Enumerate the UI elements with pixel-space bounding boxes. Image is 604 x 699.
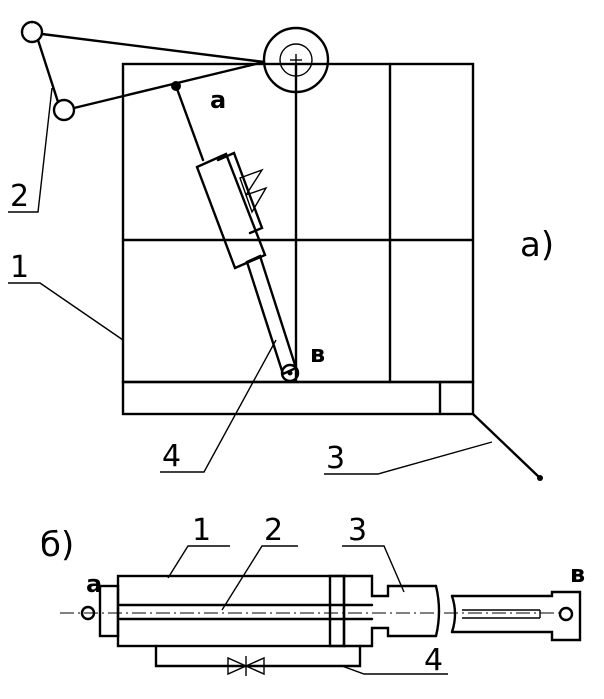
body-right-bottom: [342, 626, 438, 648]
frame-outer: [121, 62, 475, 384]
bypass-line: [216, 151, 264, 235]
arm-3: [471, 412, 542, 480]
leader-2: [8, 87, 53, 213]
end-cap-left: [98, 584, 120, 638]
view-label-a: а): [520, 225, 554, 265]
label-1: 1: [10, 250, 29, 285]
cable-upper: [40, 32, 266, 64]
rod-end: [450, 590, 582, 642]
joint-b: [280, 363, 300, 383]
valve-lower: [245, 186, 268, 214]
label-b-point-b: в: [570, 560, 585, 588]
break-left: [434, 584, 441, 638]
label-b-2: 2: [264, 513, 283, 548]
view-label-b: б): [40, 525, 74, 565]
cylinder-body-b: [116, 574, 346, 648]
valve-b-right: [244, 656, 265, 676]
label-2: 2: [10, 179, 29, 214]
bypass-circuit: [154, 644, 362, 668]
cylinder-body: [195, 152, 267, 270]
leader-3: [324, 441, 493, 475]
pulley-outer: [262, 26, 330, 94]
roller-lower: [52, 98, 76, 122]
break-right: [450, 594, 457, 634]
label-b-point-a: а: [86, 570, 102, 598]
label-4: 4: [162, 439, 181, 474]
cylinder-rod-tube: [245, 254, 298, 376]
leader-b-1: [167, 545, 230, 579]
cable-lower: [72, 60, 266, 110]
view-a: 2 1 4 3 а в а): [8, 20, 554, 481]
view-b: б) 1 2 3 4 а в: [40, 513, 585, 678]
label-point-b: в: [310, 340, 325, 368]
leader-b-4: [341, 665, 448, 675]
label-b-1: 1: [192, 513, 211, 548]
leader-1: [8, 282, 124, 341]
base-strip: [121, 380, 475, 416]
joint-b-center: [287, 370, 293, 376]
valve-b-left: [227, 656, 248, 676]
body-right-top: [342, 574, 438, 598]
label-3: 3: [326, 441, 345, 476]
arm-3-tip: [537, 475, 543, 481]
roller-upper: [20, 20, 44, 44]
leader-4: [160, 339, 277, 473]
hole-b: [558, 606, 574, 622]
valve-upper: [239, 168, 264, 197]
roller-link: [36, 38, 60, 104]
rod-upper: [174, 84, 205, 162]
leader-b-3: [342, 545, 405, 593]
label-b-3: 3: [348, 513, 367, 548]
label-b-4: 4: [424, 643, 443, 678]
pulley-inner: [279, 43, 313, 77]
piston: [328, 574, 346, 648]
label-point-a: а: [210, 86, 226, 114]
leader-b-2: [221, 545, 298, 611]
